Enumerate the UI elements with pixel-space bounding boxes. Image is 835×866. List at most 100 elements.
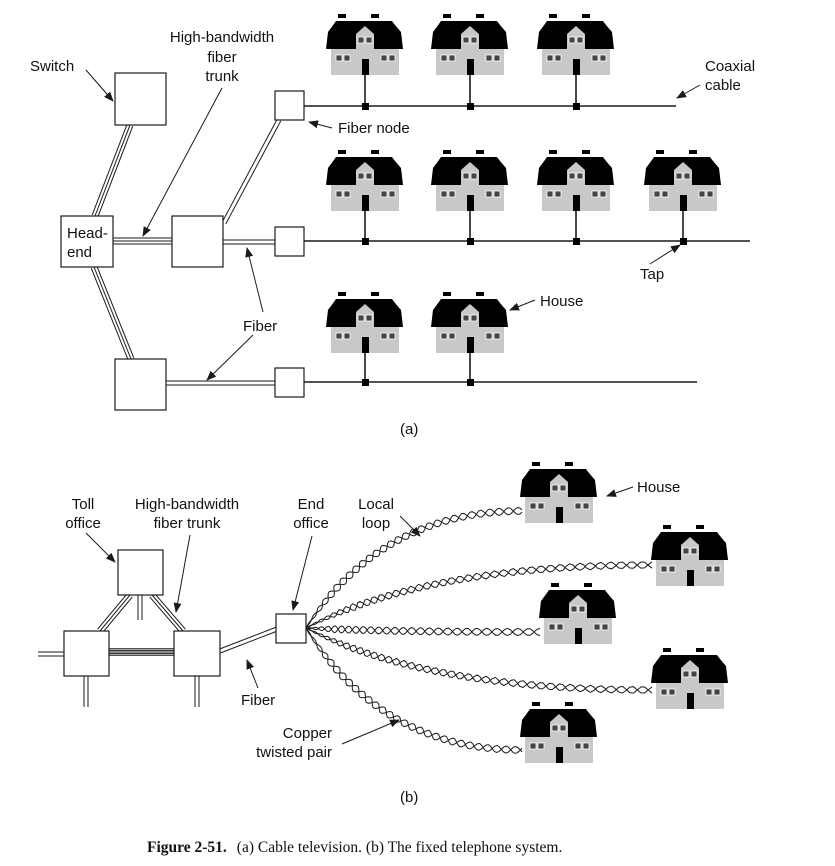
label-copper-2: twisted pair	[256, 744, 332, 761]
toll-office-box	[117, 549, 164, 596]
fiber-to-node-2	[223, 239, 275, 245]
tap-icon	[467, 238, 474, 245]
hub-box-bottom	[114, 358, 167, 411]
label-coaxial-2: cable	[705, 77, 741, 94]
tap-icon	[467, 103, 474, 110]
strand	[220, 630, 278, 654]
label-trunk-b-1: High-bandwidth	[135, 496, 239, 513]
strand	[90, 267, 129, 361]
houses-a	[325, 13, 722, 354]
house-icon	[536, 149, 615, 212]
house-icon	[430, 291, 509, 354]
arrow-fiber-b	[246, 659, 259, 689]
tap-icon	[680, 238, 687, 245]
strand	[219, 626, 277, 650]
house-icon	[536, 13, 615, 76]
label-copper-1: Copper	[283, 725, 332, 742]
label-toll-1: Toll	[72, 496, 95, 513]
trunk-lines	[38, 486, 634, 745]
wire-a	[305, 627, 653, 694]
switch-box	[114, 72, 167, 126]
house-icon	[538, 582, 617, 645]
wire-b	[306, 625, 541, 637]
fiber-to-node-1	[221, 118, 282, 225]
label-trunk-2: fiber	[207, 49, 236, 66]
stub-top	[137, 595, 143, 620]
trunk-switch-headend	[91, 123, 134, 218]
label-house-a: House	[540, 293, 583, 310]
tap-icon	[362, 103, 369, 110]
arrow-fiber-down	[206, 334, 254, 381]
strand	[96, 265, 135, 359]
wire-b	[305, 507, 523, 629]
label-fiber-a: Fiber	[243, 318, 277, 335]
wire-b	[305, 627, 523, 754]
end-office-box	[275, 613, 307, 644]
panel-b-telephone: Toll office High-bandwidth fiber trunk E…	[38, 461, 729, 806]
caption-figure-number: Figure 2-51.	[147, 839, 227, 856]
tap-icon	[362, 238, 369, 245]
fiber-node-2	[274, 226, 305, 257]
strand	[149, 596, 182, 634]
arrow-trunk-b	[173, 534, 191, 613]
label-headend-2: end	[67, 244, 92, 261]
strand	[225, 120, 282, 225]
house-icon	[519, 701, 598, 764]
fiber-node-3	[274, 367, 305, 398]
label-toll-2: office	[65, 515, 101, 532]
panel-a-cable-tv: Switch High-bandwidth fiber trunk Head- …	[30, 13, 755, 438]
wire-b	[305, 561, 653, 629]
strand	[91, 123, 128, 216]
stub-left	[38, 651, 64, 657]
house-icon	[325, 13, 404, 76]
label-loop-2: loop	[362, 515, 390, 532]
tap-icon	[467, 379, 474, 386]
arrow-switch	[85, 69, 114, 102]
houses-b	[519, 461, 729, 764]
fiber-to-node-3	[166, 380, 275, 386]
house-icon	[430, 149, 509, 212]
twisted-pair-3	[305, 625, 541, 637]
local-loops	[305, 507, 653, 754]
strand	[94, 124, 131, 217]
fiber-lines	[85, 69, 750, 386]
stub-right-down	[194, 676, 200, 707]
arrow-toll-office	[85, 532, 116, 563]
wire-a	[305, 507, 523, 629]
strand	[93, 266, 132, 360]
arrow-trunk	[142, 87, 223, 237]
fiber-node-1	[274, 90, 305, 121]
twisted-pair-1	[305, 507, 523, 629]
arrow-house-b	[606, 486, 634, 497]
trunk-left-right	[109, 648, 174, 656]
label-loop-1: Local	[358, 496, 394, 513]
house-icon	[643, 149, 722, 212]
strand	[221, 118, 278, 223]
panel-a-label: (a)	[400, 421, 418, 438]
figure-caption: Figure 2-51. (a) Cable television. (b) T…	[147, 839, 562, 856]
arrow-copper	[341, 719, 400, 745]
tap-icon	[362, 379, 369, 386]
toll-office-right	[173, 630, 221, 677]
trunk-headend-middle	[113, 237, 172, 245]
wire-a	[305, 627, 523, 754]
house-icon	[325, 149, 404, 212]
wire-b	[305, 627, 653, 694]
label-headend-1: Head-	[67, 225, 108, 242]
label-trunk-3: trunk	[205, 68, 239, 85]
strand	[99, 594, 131, 632]
wire-a	[305, 561, 653, 629]
trunk-toll-right	[149, 592, 186, 634]
tap-icon	[573, 103, 580, 110]
label-coaxial-1: Coaxial	[705, 58, 755, 75]
label-fiber-b: Fiber	[241, 692, 275, 709]
strand	[151, 594, 184, 632]
arrow-fiber-node	[308, 120, 333, 129]
house-icon	[430, 13, 509, 76]
toll-office-left	[63, 630, 110, 677]
house-icon	[650, 524, 729, 587]
twisted-pair-4	[305, 627, 653, 694]
strand	[101, 596, 133, 634]
label-trunk-1: High-bandwidth	[170, 29, 274, 46]
arrow-end-office	[291, 535, 313, 611]
